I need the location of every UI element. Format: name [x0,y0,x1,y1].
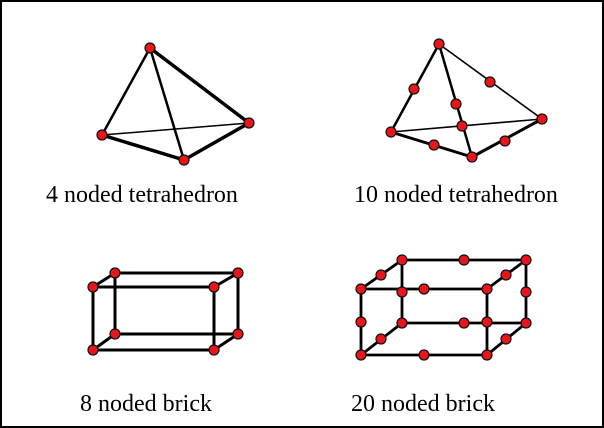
node [456,120,468,132]
brick-20-node [355,254,532,361]
tet4-edge [100,46,152,137]
node [87,344,99,356]
node [520,317,532,329]
node [355,316,367,328]
node [109,328,121,340]
node [355,283,367,295]
caption-10-noded-tetrahedron: 10 noded tetrahedron [354,182,558,208]
node [481,283,493,295]
node [520,286,532,298]
tet4-edge [148,46,251,125]
node [375,333,387,345]
node [450,98,462,110]
node [385,126,397,138]
node [232,267,244,279]
node [499,135,511,147]
tet4-edge [100,133,186,162]
node [355,349,367,361]
tet4-edge [101,122,250,136]
node [408,83,420,95]
node [466,151,478,163]
node [536,113,548,125]
caption-8-noded-brick: 8 noded brick [80,391,212,417]
tetrahedron-10-node [385,38,548,163]
tetrahedron-4-node [96,42,255,166]
node [458,254,470,266]
node [396,254,408,266]
caption-4-noded-tetrahedron: 4 noded tetrahedron [46,182,238,208]
node [178,154,190,166]
node [500,333,512,345]
node [433,38,445,50]
node [481,316,493,328]
node [144,42,156,54]
node [428,139,440,151]
node [208,344,220,356]
node [520,254,532,266]
tet4-edge [182,121,251,162]
node [109,267,121,279]
node [418,283,430,295]
caption-20-noded-brick: 20 noded brick [351,391,495,417]
node [96,129,108,141]
node [418,349,430,361]
node [87,281,99,293]
node [484,76,496,88]
node [396,317,408,329]
node [243,117,255,129]
node [208,281,220,293]
brick-8-node [87,267,244,356]
node [396,286,408,298]
node [232,328,244,340]
tet4-edge [148,46,186,162]
node [375,269,387,281]
node [500,269,512,281]
node [481,349,493,361]
node [458,317,470,329]
